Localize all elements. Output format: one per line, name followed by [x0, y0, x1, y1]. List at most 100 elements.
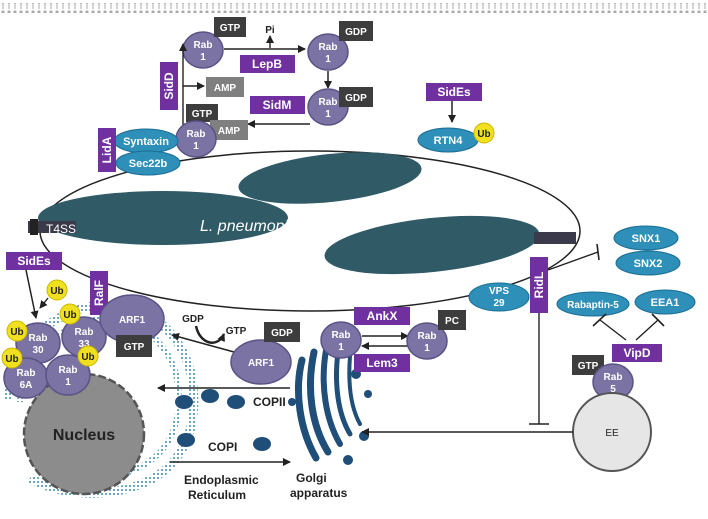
gtp-exchange-label: GTP — [226, 326, 247, 337]
lepb-label: LepB — [252, 57, 282, 71]
gtp-box-rab5 — [572, 355, 604, 375]
ub-rab1-er-label: Ub — [81, 352, 94, 363]
t4ss-left — [28, 221, 76, 233]
lem3-box — [354, 354, 410, 372]
sidd-box — [160, 62, 178, 110]
rab1-ankx-a-line2: 1 — [338, 342, 344, 353]
snx2-label: SNX2 — [634, 258, 663, 270]
syntaxin-label: Syntaxin — [123, 136, 169, 148]
vipd-box — [612, 344, 662, 362]
gtp-rab5-label: GTP — [578, 361, 599, 372]
ub-free-label: Ub — [50, 286, 63, 297]
rab1-b-line2: 1 — [325, 54, 331, 65]
bacterium-label: L. pneumophila — [200, 218, 310, 235]
ralf-box — [90, 271, 108, 315]
lem3-label: Lem3 — [366, 356, 398, 370]
golgi-vesicles — [288, 369, 372, 465]
rab33-line1: Rab — [75, 327, 94, 338]
rab5-line1: Rab — [604, 372, 623, 383]
sides-left-box — [6, 252, 62, 270]
rab1-c-line2: 1 — [325, 109, 331, 120]
rab1-a-line1: Rab — [194, 40, 213, 51]
gdp-box-c — [339, 87, 373, 107]
amp-released-label: AMP — [214, 83, 237, 94]
t4ss-label: T4SS — [46, 222, 76, 236]
rab1-ankx-b-line2: 1 — [424, 343, 430, 354]
rabaptin5-node — [556, 291, 630, 317]
lida-box — [98, 128, 116, 172]
rab1-node-b — [307, 33, 349, 71]
ee-label: EE — [605, 428, 619, 439]
rab1-ankx-b-line1: Rab — [418, 331, 437, 342]
lepb-box — [240, 55, 295, 73]
gtp-box-arf1 — [116, 335, 152, 357]
sec22b-label: Sec22b — [129, 158, 168, 170]
rab6a-line2: 6A — [20, 380, 33, 391]
rab30-line1: Rab — [29, 333, 48, 344]
arf1-left-label: ARF1 — [119, 315, 146, 326]
sidm-box — [250, 96, 305, 114]
rab1-er-node — [45, 354, 91, 396]
gtp-box-a — [214, 17, 246, 37]
rab1-ankx-a-line1: Rab — [332, 330, 351, 341]
vipd-inhibit-eea1 — [635, 319, 659, 341]
rab1-er-line1: Rab — [59, 365, 78, 376]
copii-vesicles — [175, 389, 245, 409]
er-label-line1: Endoplasmic — [184, 473, 259, 487]
eea1-node — [634, 289, 696, 315]
ridl-inhibit-snx-bar — [596, 243, 600, 261]
lida-label: LidA — [100, 136, 114, 163]
rab1-ankx-node-a — [320, 321, 362, 359]
rab6a-line1: Rab — [17, 368, 36, 379]
ub-rab33-label: Ub — [63, 310, 76, 321]
amp-attached-label: AMP — [218, 126, 241, 137]
snx1-label: SNX1 — [632, 233, 661, 245]
nucleus-label: Nucleus — [53, 427, 115, 444]
amp-box-released — [206, 77, 244, 97]
vipd-inhibit-eea1-bar — [651, 313, 665, 327]
vps29-node — [468, 282, 530, 312]
vps29-line1: VPS — [489, 286, 509, 297]
rab1-d-line1: Rab — [187, 129, 206, 140]
t4ss-right — [534, 232, 576, 244]
sides-left-label: SidEs — [17, 254, 51, 268]
snx2-node — [615, 250, 681, 276]
copi-vesicles — [177, 433, 271, 451]
rtn4-label: RTN4 — [434, 135, 464, 147]
er-label-line2: Reticulum — [188, 488, 246, 502]
copii-label: COPII — [253, 395, 286, 409]
pc-label: PC — [445, 316, 459, 327]
gdp-b-label: GDP — [345, 27, 367, 38]
gtp-d-label: GTP — [192, 109, 213, 120]
gdp-arf1-label: GDP — [271, 328, 293, 339]
ankx-box — [354, 307, 410, 325]
vipd-inhibit-rabaptin-bar — [592, 313, 607, 327]
ub-transfer-arrow — [39, 297, 49, 309]
snx1-node — [613, 225, 679, 251]
arf1-center-node — [230, 339, 292, 385]
ub-rtn4 — [473, 122, 495, 144]
vipd-inhibit-rabaptin — [599, 319, 627, 341]
ub-rab1-er — [77, 345, 99, 367]
golgi-label-line1: Golgi — [296, 471, 327, 485]
eea1-label: EEA1 — [651, 297, 680, 309]
gdp-box-arf1 — [264, 322, 300, 342]
rab1-d-line2: 1 — [193, 141, 199, 152]
sides-top-box — [426, 83, 482, 101]
ub-rab6a — [1, 347, 23, 369]
ub-rab30 — [6, 320, 28, 342]
rab1-er-line2: 1 — [65, 377, 71, 388]
gdp-exchange-label: GDP — [182, 314, 204, 325]
copi-label: COPI — [208, 440, 237, 454]
ub-rtn4-label: Ub — [477, 129, 490, 140]
gdp-gtp-exchange-arrow — [194, 325, 226, 344]
sides-rab-arrow — [25, 269, 39, 319]
ralf-label: RalF — [92, 280, 106, 306]
pc-box — [438, 310, 466, 330]
rab30-line2: 30 — [32, 345, 44, 356]
rabaptin5-label: Rabaptin-5 — [567, 300, 619, 311]
bacterium-main — [38, 191, 288, 245]
gtp-box-d — [186, 104, 218, 122]
